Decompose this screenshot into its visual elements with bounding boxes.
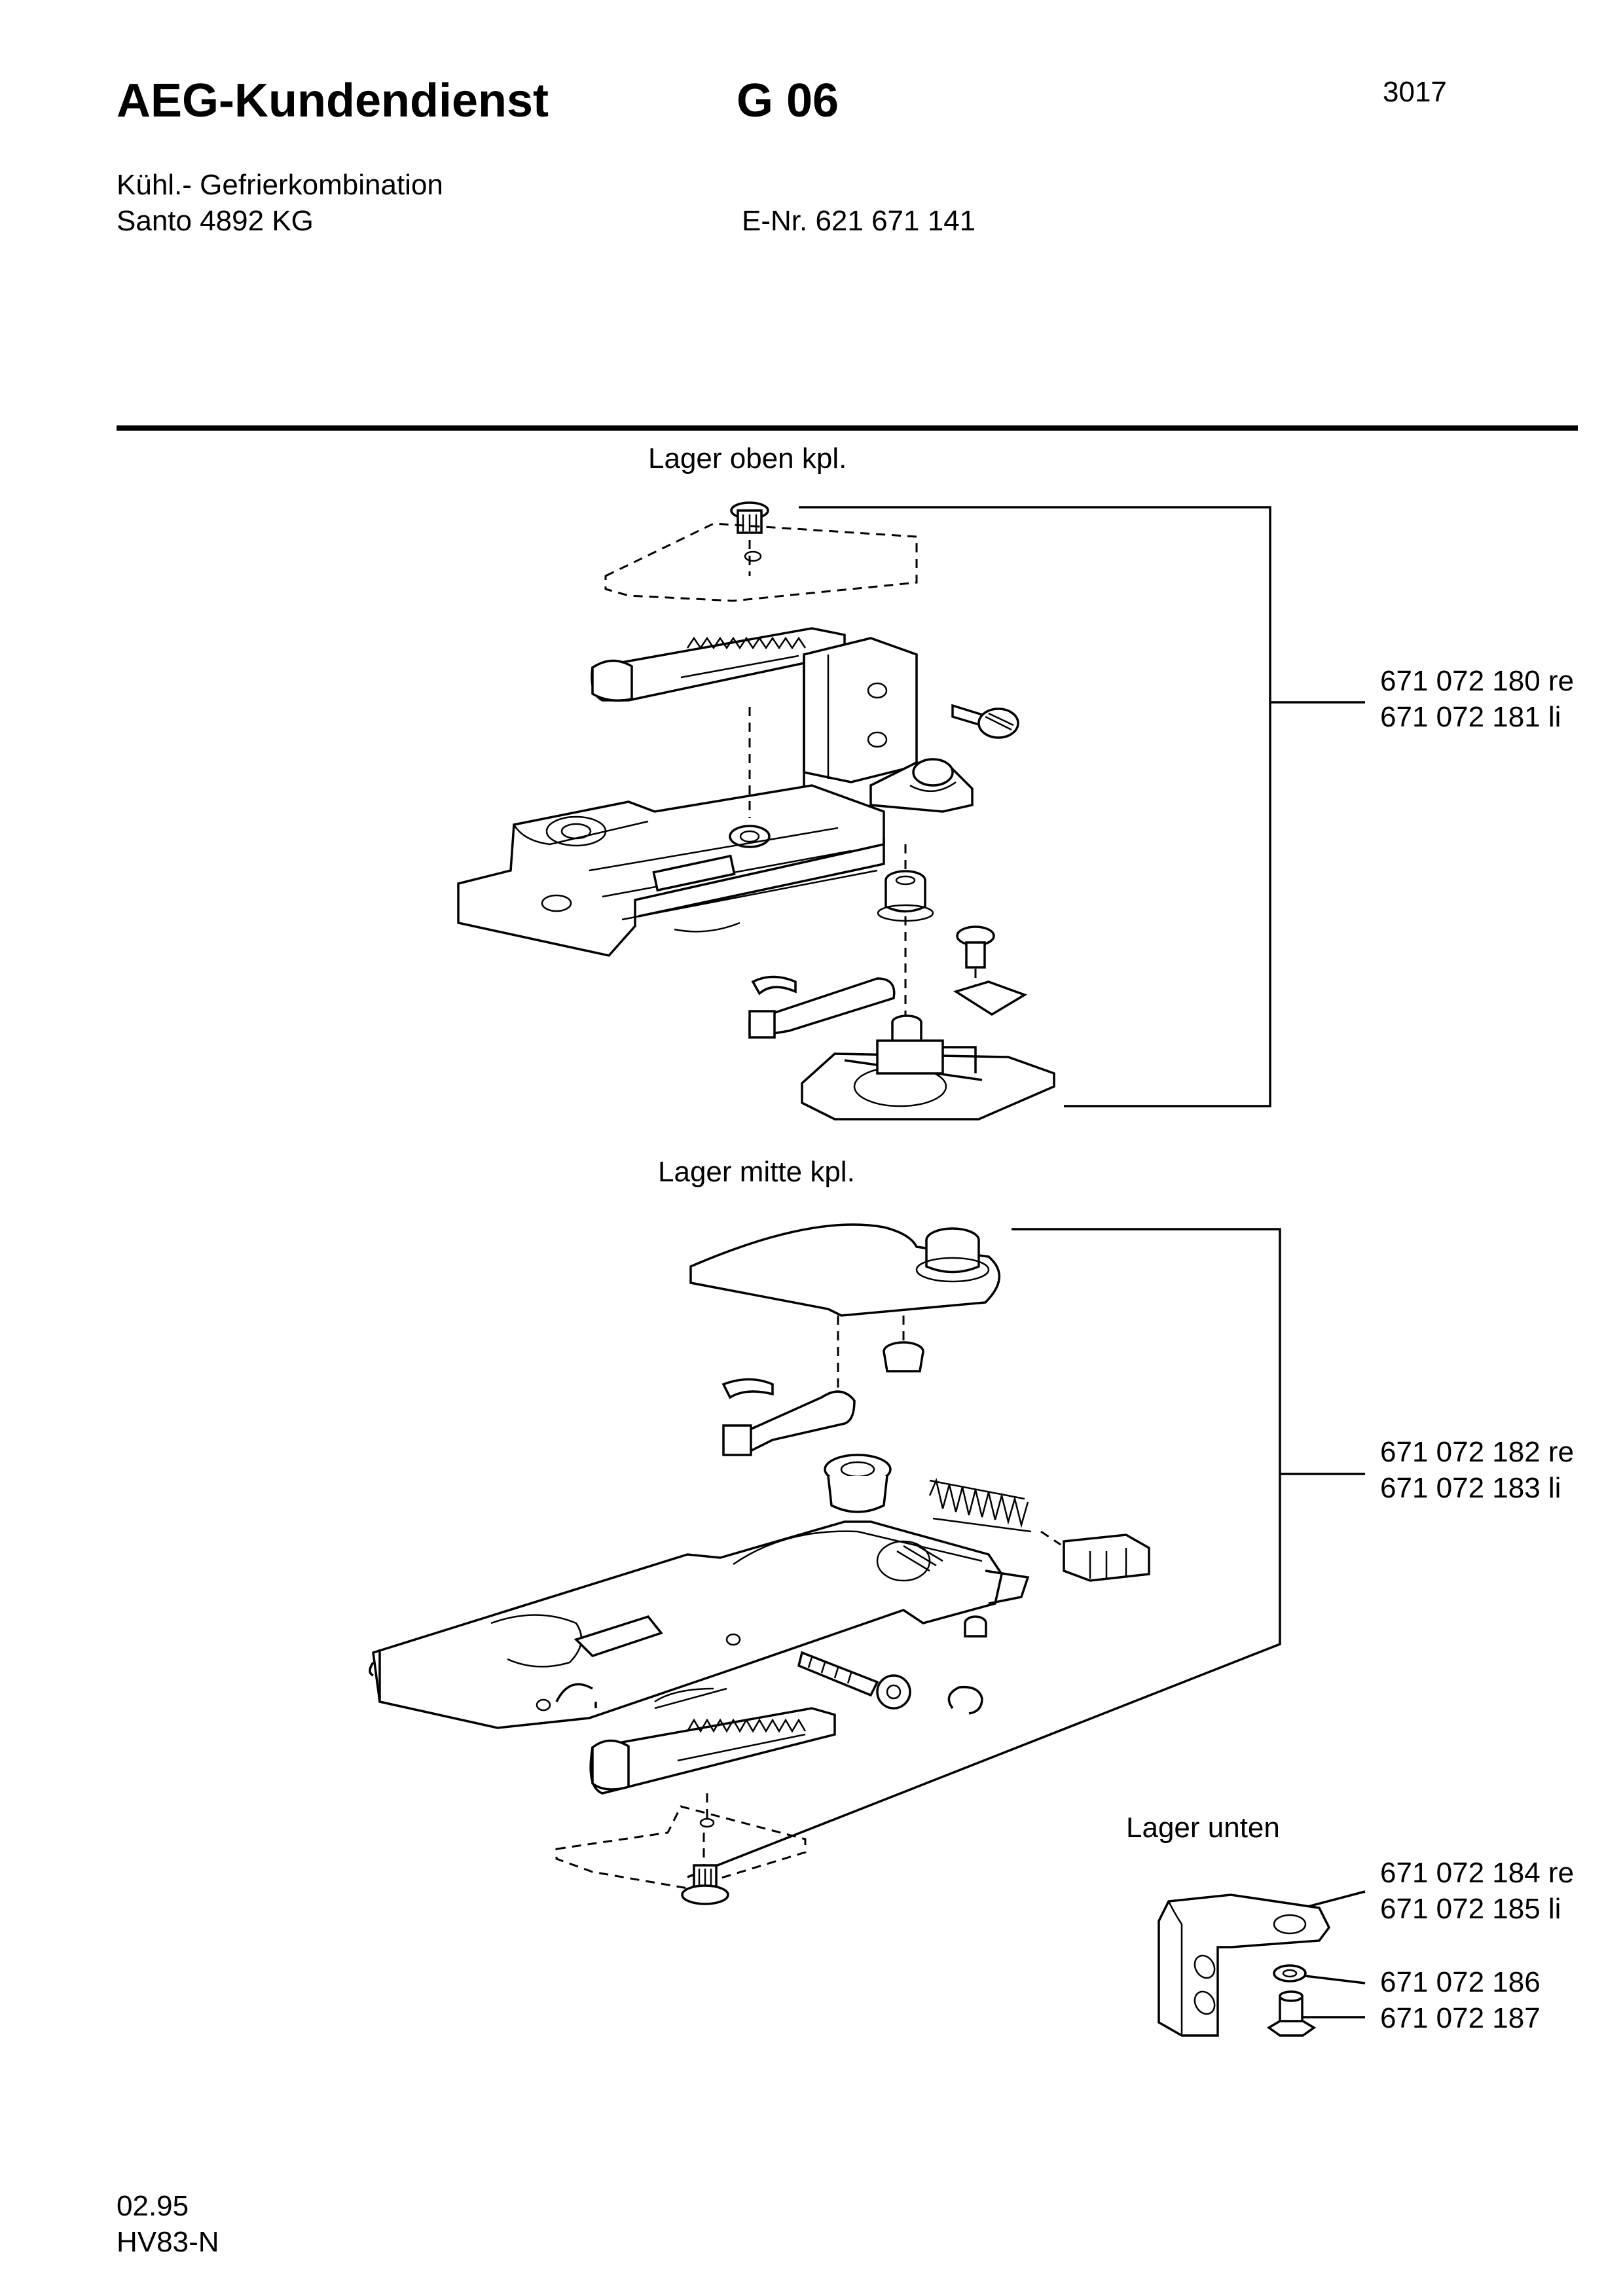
lower-bearing-assembly xyxy=(1159,1895,1329,2036)
hinge-plate-icon xyxy=(802,1041,1054,1119)
part-number-lower-left: 671 072 185 li xyxy=(1380,1893,1561,1925)
lower-spring-slider-icon xyxy=(591,1708,835,1793)
part-number-lower-right: 671 072 184 re xyxy=(1380,1857,1575,1889)
upper-cover-icon xyxy=(691,1225,999,1316)
service-title: AEG-Kundendienst xyxy=(117,75,549,127)
page-number: 3017 xyxy=(1383,76,1447,108)
cover-plate-icon xyxy=(606,524,917,601)
l-bracket-icon xyxy=(1159,1895,1329,2036)
washer-icon xyxy=(1274,1965,1305,1981)
lower-cover-plate-icon xyxy=(556,1806,805,1888)
pivot-arm-icon xyxy=(871,759,972,812)
footer-date: 02.95 xyxy=(117,2190,189,2222)
part-number-upper-right: 671 072 180 re xyxy=(1380,665,1575,697)
middle-base-body-icon xyxy=(370,1522,1028,1728)
top-screw-icon xyxy=(731,503,768,533)
bottom-screw-icon xyxy=(682,1865,728,1904)
product-type: Kühl.- Gefrierkombination xyxy=(117,169,443,201)
section-title-middle: Lager mitte kpl. xyxy=(658,1156,855,1188)
upper-bearing-assembly xyxy=(458,503,1054,1119)
catch-block-icon xyxy=(1064,1535,1149,1581)
middle-leader-lines xyxy=(687,1229,1365,1877)
latch-lever-icon xyxy=(750,977,894,1038)
base-body-icon xyxy=(458,785,884,956)
model-name: Santo 4892 KG xyxy=(117,205,314,237)
screw-icon xyxy=(1269,1992,1314,2036)
spring-icon xyxy=(930,1480,1031,1532)
middle-bearing-assembly xyxy=(370,1225,1149,1904)
section-title-lower: Lager unten xyxy=(1126,1812,1280,1844)
upper-leader-lines xyxy=(799,507,1365,1106)
bushing-icon xyxy=(878,871,933,921)
spring-slider-icon xyxy=(592,628,845,700)
middle-bushing-icon xyxy=(825,1455,890,1512)
nut-icon xyxy=(884,1342,923,1371)
small-screw-icon xyxy=(957,927,994,967)
footer-code: HV83-N xyxy=(117,2226,219,2258)
part-number-screw: 671 072 187 xyxy=(1380,2002,1541,2034)
circlip-icon xyxy=(949,1687,982,1713)
header-divider xyxy=(117,425,1578,431)
middle-latch-lever-icon xyxy=(723,1380,854,1456)
group-code: G 06 xyxy=(737,75,839,127)
washer-plate-icon xyxy=(956,982,1025,1014)
bolt-icon xyxy=(799,1653,910,1708)
part-number-upper-left: 671 072 181 li xyxy=(1380,701,1561,733)
part-number-middle-right: 671 072 182 re xyxy=(1380,1436,1575,1468)
part-number-middle-left: 671 072 183 li xyxy=(1380,1472,1561,1504)
part-number-washer: 671 072 186 xyxy=(1380,1966,1541,1998)
e-number: E-Nr. 621 671 141 xyxy=(742,205,976,237)
section-title-upper: Lager oben kpl. xyxy=(648,442,847,475)
side-screw-icon xyxy=(953,706,1018,738)
